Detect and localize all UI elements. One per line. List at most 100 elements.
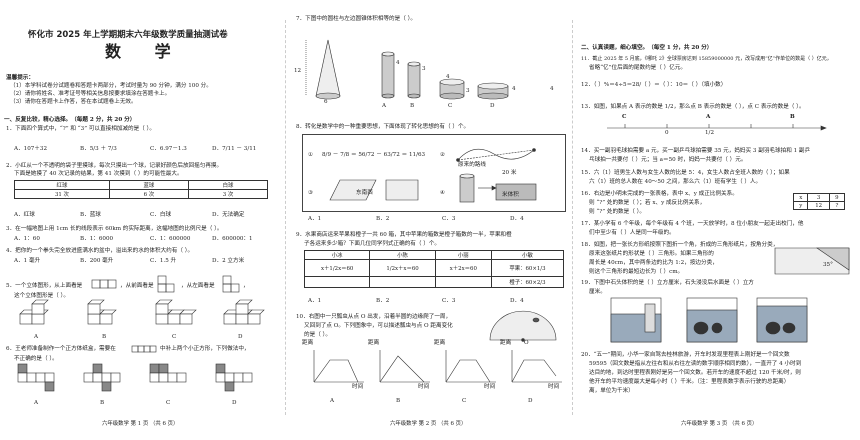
question-17-cont: 们中至少有（ ）人是同一年级的。 <box>589 230 675 236</box>
option: D <box>232 400 237 406</box>
net-options-figure <box>17 363 253 392</box>
question-16: 16．右边是小明未完成的一张表格，表中 x、y 成正比例关系。 <box>581 191 738 197</box>
question-6: 6．王老师准备制作一个正方体纸盒，需要在 <box>6 346 116 352</box>
option: A．1：60 <box>14 236 40 242</box>
question-18-cont: 周长是 40cm，其中两条边的比为 1:2，按边分类， <box>589 260 718 266</box>
option: D．2 立方米 <box>212 258 245 264</box>
question-18-cont: 则这个三角形的最短边长为（ ）cm。 <box>589 269 684 275</box>
option: B <box>102 334 107 340</box>
item-number: ④ <box>440 190 446 196</box>
operator: － <box>332 152 339 158</box>
tick-label: 0 <box>665 130 669 136</box>
question-17: 17．某小学有 6 个年级，每个年级有 4 个班，一天放学时，8 位小朋友一起走… <box>581 221 804 227</box>
xy-table: x 3 9 y 12 ? <box>792 193 846 210</box>
question-2-cont: 下面是她摸了 40 次记录的结果，第 41 次摸到（ ）的可能性最大。 <box>14 171 183 177</box>
question-14-cont: 乓球拍一共要付（ ）元；当 a＝50 时，妈妈一共要付（ ）元。 <box>589 157 747 163</box>
equation-cell <box>369 276 436 288</box>
question-4: 4．把你的一个拳头完全放进盛满水的盆中，溢出来的水的体积大约有（ ）。 <box>6 248 194 254</box>
axis-label: 距离 <box>302 340 314 346</box>
option: A．红球 <box>14 212 35 218</box>
dimension-label: 3 <box>422 66 426 72</box>
option: B．蓝球 <box>80 212 101 218</box>
fraction: 56/72 <box>358 152 375 158</box>
question-5-cont: ，从左面看是 <box>181 283 215 289</box>
question-10: 10．右图中一只瓢虫从点 O 出发，沿着半圆的边缘爬了一周， <box>296 314 452 320</box>
equation-cell: 橙子：60×2/3 <box>490 276 565 288</box>
dimension-label: 6 <box>324 99 328 105</box>
figure-label: 20 米 <box>502 170 517 176</box>
dimension-label: 4 <box>550 86 554 92</box>
exam-page-2: 7．下图中的圆柱与左边圆锥体积相等的是（ ）。 12 6 4 <box>290 0 568 440</box>
question-20-cont: 他开车的平均速度最大是每小时（ ）千米。（注：里程表数字表示行驶的总距离） <box>589 379 790 385</box>
equation-cell: 苹果：60×1/3 <box>490 259 565 277</box>
option: B．2 <box>376 216 390 222</box>
axis-label: 时间 <box>484 384 496 390</box>
question-20: 20．“五一”期间，小华一家自驾去桂林旅游，开车时发现里程表上刚好是一个回文数 <box>581 352 790 358</box>
semicircle-figure <box>489 310 557 342</box>
option: D．4 <box>510 298 524 304</box>
fraction: 11/63 <box>408 152 426 158</box>
question-11-cont: 省略“亿”位后面的尾数约是（ ）亿元。 <box>589 65 686 71</box>
option: C．3 <box>442 216 456 222</box>
tip-line: （1）本学科试卷分试题卷和答题卡两部分，考试时量为 90 分钟，满分 100 分… <box>10 83 212 89</box>
question-6-cont: 不正确的是（ ）。 <box>14 356 58 362</box>
option: D．无法确定 <box>212 212 245 218</box>
question-20-cont: 达目的地，到达时里程表刚好是另一个回文数。若开车的速度不超过 120 千米/时，… <box>589 370 801 376</box>
option: A．107＋32 <box>14 146 48 152</box>
operator: － <box>376 152 382 158</box>
question-5-cont: ， <box>243 283 249 289</box>
question-12: 12．（ ）%＝4÷5＝28/（ ）＝（ ）：10＝（ ）（填小数） <box>581 82 727 88</box>
section-heading: 二、认真读题，细心填空。（每空 1 分，共 20 分） <box>581 45 713 51</box>
dimension-label: 4 <box>446 74 450 80</box>
question-16-cont: 则 “?” 处的数是（ ）；若 x、y 成反比例关系， <box>589 200 706 206</box>
axis-label: 时间 <box>352 384 364 390</box>
question-10-cont: 又回到了点 O。下列图象中，可以描述瓢虫与点 O 距离变化 <box>304 323 453 329</box>
route-figure <box>456 148 536 162</box>
option: B．5/3 ＋ 7/3 <box>80 146 117 152</box>
point-o-label: O <box>524 340 529 346</box>
table-cell: 12 <box>807 201 830 210</box>
option: C <box>172 334 177 340</box>
option: D <box>490 103 495 109</box>
exam-page-1: 怀化市 2025 年上学期期末六年级数学质量抽测试卷 数 学 温馨提示： （1）… <box>0 0 282 440</box>
fraction: 8/9 <box>322 152 332 158</box>
page-divider <box>285 20 286 415</box>
option: A．1 <box>308 216 322 222</box>
question-1: 1．下面四个算式中，“?” 和 “3” 可以直接相加减的是（ ）。 <box>6 126 155 132</box>
option: C．1.5 升 <box>150 258 177 264</box>
question-16-cont: 则 “?” 处的数是（ ）。 <box>589 209 646 215</box>
item-number: ③ <box>308 190 314 196</box>
option: D．7/11 － 3/11 <box>212 146 257 152</box>
option: D．600000：1 <box>212 236 253 242</box>
question-11: 11．截止 2025 年 5 月底，《哪吒 2》全球票房达到 158590000… <box>581 56 832 62</box>
table-cell: y <box>792 201 809 210</box>
question-19: 19．下图中石头体积的是（ ）立方厘米，石头浸没后水面是（ ）立方 <box>581 280 754 286</box>
cube-options-figure <box>19 299 265 325</box>
dimension-label: 12 <box>294 68 302 74</box>
figure-label: 米体积 <box>502 192 519 198</box>
transform-examples-box <box>302 134 566 212</box>
equation-cell: x＋1/2x＝60 <box>303 259 371 277</box>
question-10-cont: 的是（ ）。 <box>304 332 331 338</box>
option: B <box>396 398 401 404</box>
operator: ＝ <box>350 152 357 158</box>
point-label: C <box>622 114 627 120</box>
question-5: 5．一个立体图形，从上面看是 <box>6 283 83 289</box>
table-cell: 3 次 <box>187 189 269 199</box>
question-13: 13．如图，如果点 A 表示的数是 1/2，那么点 B 表示的数是（ ），点 C… <box>581 104 805 110</box>
section-heading: 一、反复比较，精心选择。（每题 2 分，共 20 分） <box>4 117 136 123</box>
option: B．1：6000 <box>80 236 114 242</box>
exam-page-3: 二、认真读题，细心填空。（每空 1 分，共 20 分） 11．截止 2025 年… <box>577 0 860 440</box>
equation-cell <box>434 276 492 288</box>
option: B．200 毫升 <box>80 258 114 264</box>
table-cell: ? <box>828 201 846 210</box>
question-15-cont: 六（1）班的总人数在 40～50 之间，那么六（1）班有学生（ ）人。 <box>589 179 762 185</box>
question-19-cont: 厘米。 <box>589 289 606 295</box>
subject-title: 数 学 <box>105 42 185 61</box>
folded-paper-figure <box>774 247 850 275</box>
option: A <box>34 400 39 406</box>
axis-label: 时间 <box>548 384 560 390</box>
question-5-cont: 这个立体图形是（ ）。 <box>14 293 69 299</box>
page-footer: 六年级数学 第 1 页 （共 6 页） <box>102 421 179 427</box>
option: D <box>238 334 243 340</box>
